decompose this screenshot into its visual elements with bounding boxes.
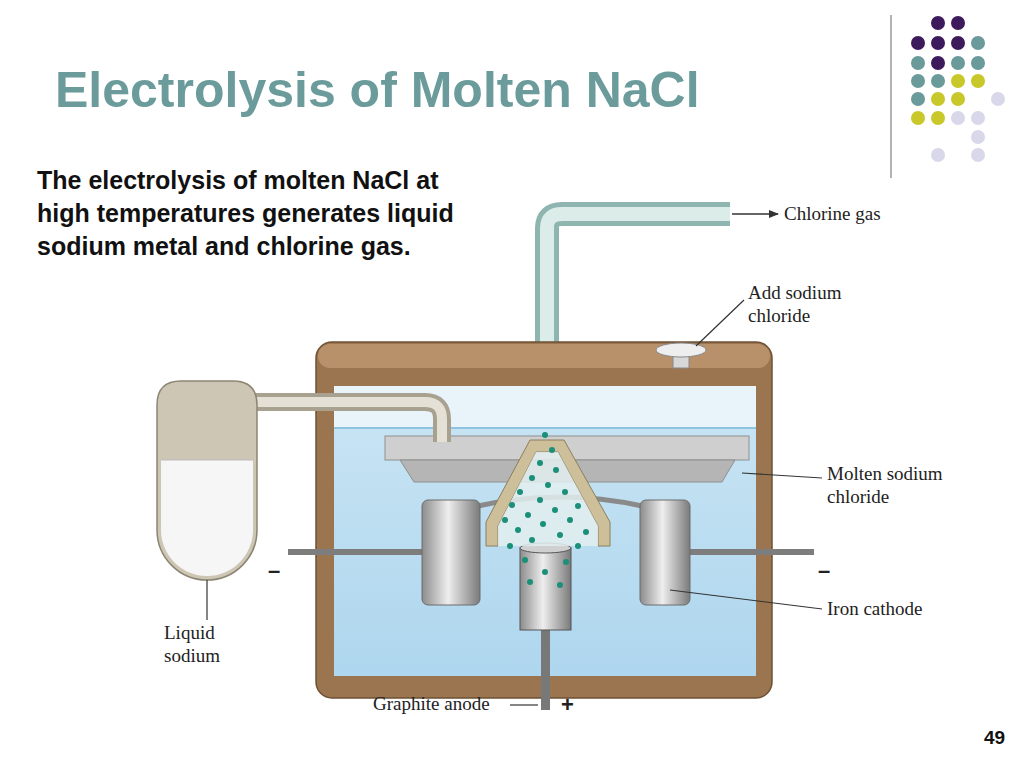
anode-leader — [510, 704, 538, 705]
teal-dots — [911, 36, 985, 106]
lavender-dots — [931, 92, 1005, 162]
sodium-pipe-wall — [256, 402, 442, 442]
purple-dots — [911, 16, 965, 70]
part-label: Add sodium chloride — [748, 282, 868, 328]
salt-leader — [696, 300, 744, 346]
chlorine-hood — [486, 440, 610, 546]
part-label: Graphite anode — [373, 693, 490, 716]
salt-inlet — [656, 343, 706, 368]
leader-lines — [207, 300, 822, 705]
divider-line — [890, 15, 892, 178]
hood-wall — [486, 440, 610, 546]
reservoir-vessel — [157, 381, 257, 580]
melt-surface — [334, 427, 756, 429]
part-label: Iron cathode — [827, 598, 922, 621]
graphite-anode — [520, 543, 571, 710]
hood-interior — [498, 452, 598, 546]
page-number: 49 — [984, 728, 1005, 747]
chlorine-bubbles — [502, 432, 589, 588]
yellow-dots — [911, 74, 985, 125]
intro-text: The electrolysis of molten NaCl at high … — [37, 164, 477, 263]
part-label: Molten sodium chloride — [827, 463, 962, 509]
housing-rim — [318, 344, 770, 368]
polarity-sign: + — [561, 694, 574, 716]
polarity-sign: – — [818, 560, 830, 582]
sodium-leader — [206, 580, 207, 620]
sodium-reservoir — [157, 381, 442, 580]
slide-title: Electrolysis of Molten NaCl — [55, 62, 700, 120]
gas-arrow — [732, 213, 778, 215]
liquid-sodium-fill — [161, 460, 253, 576]
melt-leader — [742, 473, 822, 478]
part-label: Chlorine gas — [784, 203, 881, 226]
decorative-dots — [891, 15, 1005, 178]
part-label: Liquid sodium — [164, 622, 249, 668]
cathode-leader — [670, 590, 822, 609]
polarity-sign: – — [268, 560, 280, 582]
sodium-pipe-bore — [256, 402, 442, 442]
